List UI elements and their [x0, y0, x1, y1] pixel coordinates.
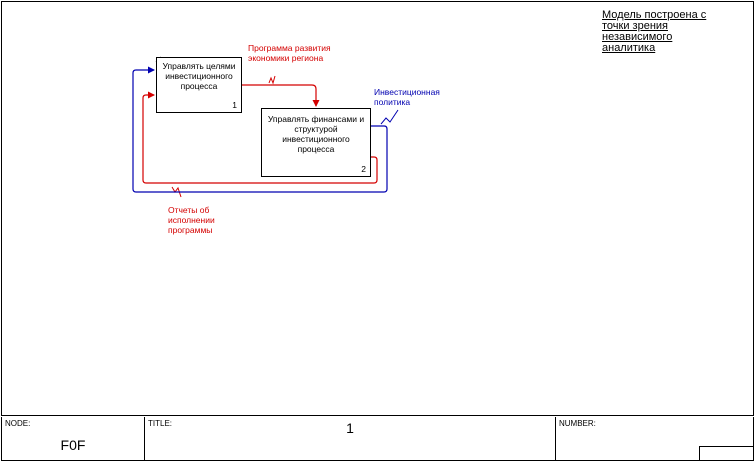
activity-box-2[interactable]: Управлять финансами и структурой инвести…: [261, 108, 371, 177]
activity-box-1[interactable]: Управлять целями инвестиционного процесс…: [156, 57, 242, 113]
policy-arrow-label: Инвестиционная политика: [374, 87, 440, 107]
program-arrow-label: Программа развития экономики региона: [248, 43, 331, 63]
node-cell: NODE: F0F: [2, 417, 145, 460]
title-label: TITLE:: [148, 419, 173, 428]
number-label: NUMBER:: [559, 419, 596, 428]
policy-feedback-arrow[interactable]: [132, 66, 388, 193]
activity-box-1-title: Управлять целями инвестиционного процесс…: [162, 61, 236, 91]
number-corner-box: [699, 446, 754, 460]
reports-feedback-arrow[interactable]: [142, 91, 378, 184]
title-cell: TITLE: 1: [145, 417, 556, 460]
activity-box-2-number: 2: [361, 164, 366, 174]
node-value: F0F: [60, 437, 86, 453]
activity-box-1-number: 1: [232, 100, 237, 110]
number-cell: NUMBER:: [556, 417, 754, 460]
activity-box-2-title: Управлять финансами и структурой инвести…: [267, 114, 365, 154]
program-squiggle: [268, 75, 276, 85]
reports-arrow-label: Отчеты об исполнении программы: [168, 205, 215, 235]
policy-squiggle: [380, 109, 399, 125]
program-arrow[interactable]: [241, 84, 320, 107]
model-viewpoint-note: Модель построена с точки зрения независи…: [602, 9, 707, 54]
diagram-canvas: [1, 1, 754, 416]
node-label: NODE:: [5, 419, 31, 428]
title-value: 1: [346, 420, 354, 436]
diagram-footer: NODE: F0F TITLE: 1 NUMBER:: [1, 417, 754, 461]
